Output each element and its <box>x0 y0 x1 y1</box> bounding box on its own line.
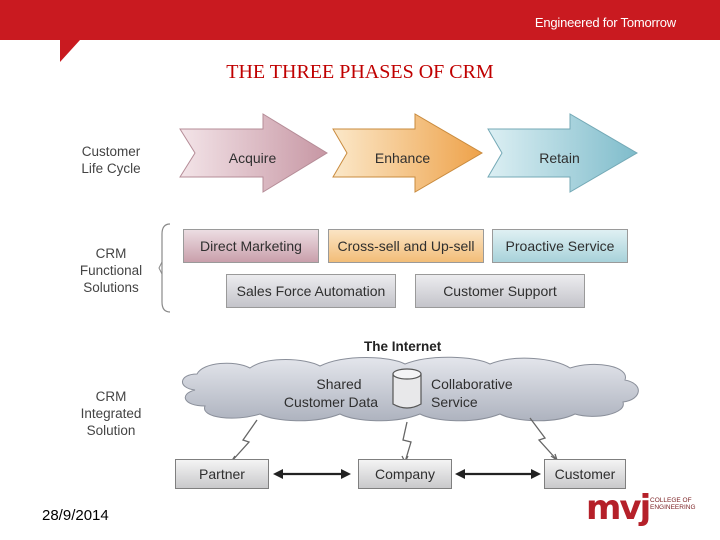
lightning-customer-icon <box>529 417 559 462</box>
label-line: Customer <box>81 144 141 159</box>
box-direct-marketing: Direct Marketing <box>183 229 319 263</box>
entity-company: Company <box>358 459 452 489</box>
header-bar <box>0 0 720 40</box>
label-line: CRM <box>95 389 127 404</box>
arrow-retain-label: Retain <box>539 150 580 166</box>
box-customer-support: Customer Support <box>415 274 585 308</box>
label-line: Solutions <box>83 280 139 295</box>
label-crm-integrated-solution: CRM Integrated Solution <box>66 388 156 439</box>
cloud-collaborative-service: Collaborative Service <box>431 375 513 411</box>
box-proactive-service: Proactive Service <box>492 229 628 263</box>
slide-title: THE THREE PHASES OF CRM <box>226 61 494 83</box>
lifecycle-arrows <box>179 113 638 193</box>
label-line: Solution <box>86 423 136 438</box>
arrow-acquire <box>179 113 328 193</box>
box-cross-sell-up-sell: Cross-sell and Up-sell <box>328 229 484 263</box>
bracket <box>158 223 171 313</box>
double-arrow-company-customer-icon <box>455 469 541 479</box>
slide-date: 28/9/2014 <box>42 507 109 524</box>
label-line: Integrated <box>80 406 142 421</box>
logo-subtext-line: ENGINEERING <box>650 504 696 511</box>
college-logo: mvj <box>586 488 651 528</box>
lightning-partner-icon <box>229 419 258 464</box>
arrow-enhance <box>332 113 483 193</box>
label-line: Functional <box>79 263 143 278</box>
label-customer-life-cycle: Customer Life Cycle <box>66 143 156 177</box>
label-crm-functional-solutions: CRM Functional Solutions <box>66 245 156 296</box>
lightning-company-icon <box>401 421 412 464</box>
label-line: Life Cycle <box>81 161 141 176</box>
header-slant-decoration <box>0 0 110 62</box>
label-line: CRM <box>95 246 127 261</box>
internet-cloud <box>182 356 639 422</box>
cloud-text-line: Customer Data <box>283 394 379 410</box>
database-icon <box>392 368 422 409</box>
double-arrow-partner-company-icon <box>273 469 351 479</box>
cloud-shared-customer-data: Shared Customer Data <box>272 375 390 411</box>
cloud-text-line: Shared <box>316 376 362 392</box>
box-sales-force-automation: Sales Force Automation <box>226 274 396 308</box>
logo-subtext-line: COLLEGE OF <box>650 497 692 504</box>
arrow-acquire-label: Acquire <box>228 150 277 166</box>
connectors <box>229 417 559 479</box>
brand-tagline: Engineered for Tomorrow <box>534 15 676 30</box>
cloud-text-line: Service <box>431 394 478 410</box>
college-logo-subtext: COLLEGE OF ENGINEERING <box>650 497 710 511</box>
internet-title: The Internet <box>364 339 442 354</box>
entity-partner: Partner <box>175 459 269 489</box>
arrow-retain <box>487 113 638 193</box>
entity-customer: Customer <box>544 459 626 489</box>
arrow-enhance-label: Enhance <box>374 150 431 166</box>
cloud-text-line: Collaborative <box>431 376 513 392</box>
